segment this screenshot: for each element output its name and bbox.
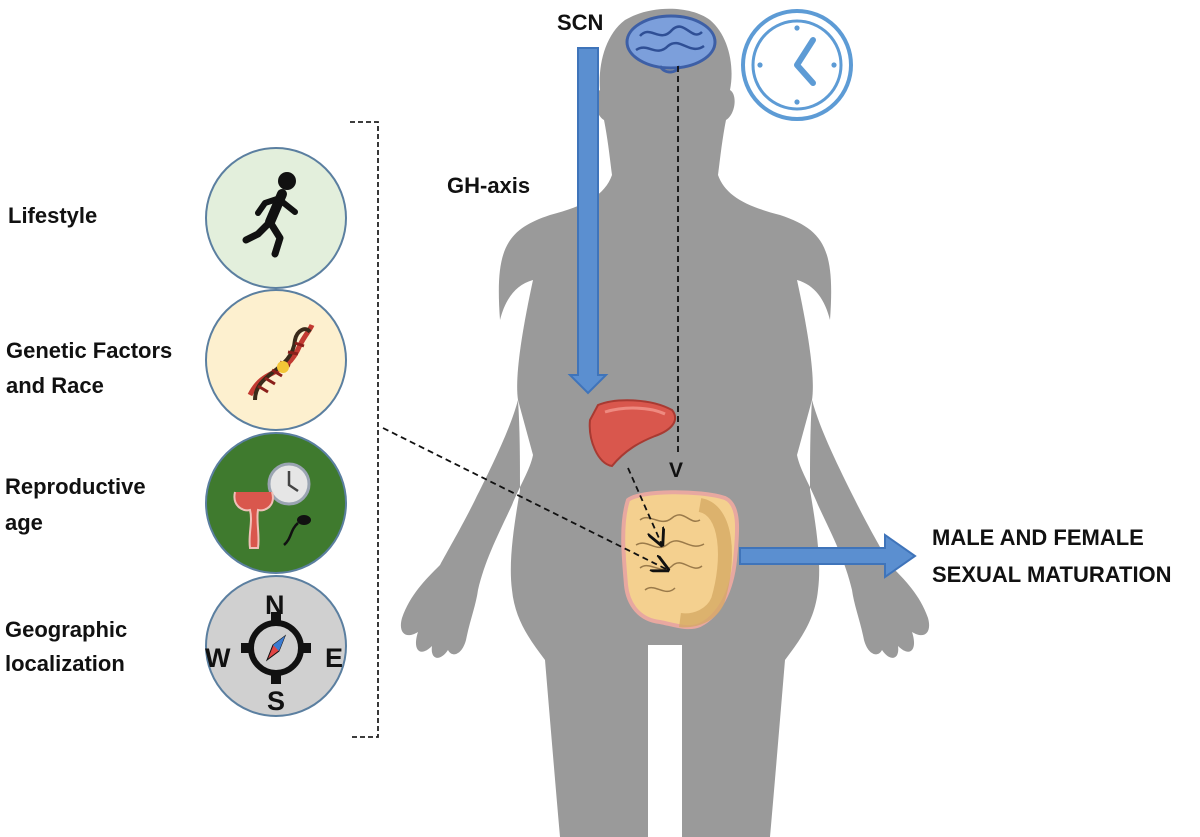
compass-north-label: N — [265, 590, 285, 620]
compass-west-label: W — [205, 643, 231, 673]
liver-icon — [588, 399, 677, 468]
running-person-icon — [242, 172, 298, 258]
genetic-label-line1: Genetic Factors — [6, 338, 173, 363]
reproductive-label-line1: Reproductive — [5, 474, 146, 499]
outcome-label-line2: SEXUAL MATURATION — [932, 562, 1172, 587]
maturation-arrow — [739, 533, 917, 579]
geographic-label-line2: localization — [5, 651, 125, 676]
geographic-circle — [205, 575, 347, 717]
geographic-label-line1: Geographic — [5, 617, 128, 642]
gh-axis-arrow — [567, 47, 609, 395]
reproductive-label-line2: age — [5, 510, 43, 535]
outcome-label-line1: MALE AND FEMALE — [932, 525, 1144, 550]
factors-to-gut-dashed-arrow — [382, 427, 668, 570]
intestine-icon — [621, 490, 740, 630]
compass-east-label: E — [325, 643, 344, 673]
compass-icon — [241, 612, 311, 684]
lifestyle-circle — [205, 147, 347, 289]
genetic-circle — [205, 289, 347, 431]
gh-axis-label: GH-axis — [447, 173, 531, 198]
clock-icon — [741, 9, 853, 121]
dna-icon — [247, 323, 315, 401]
reproduction-icon — [233, 462, 311, 549]
genetic-label-line2: and Race — [6, 373, 104, 398]
scn-label: SCN — [557, 10, 604, 35]
liver-to-gut-dashed-arrow — [627, 467, 662, 545]
factors-bracket — [350, 121, 379, 738]
v-mark-label: V — [669, 459, 684, 482]
compass-south-label: S — [267, 686, 286, 716]
lifestyle-label: Lifestyle — [8, 203, 98, 228]
reproductive-circle — [205, 432, 347, 574]
